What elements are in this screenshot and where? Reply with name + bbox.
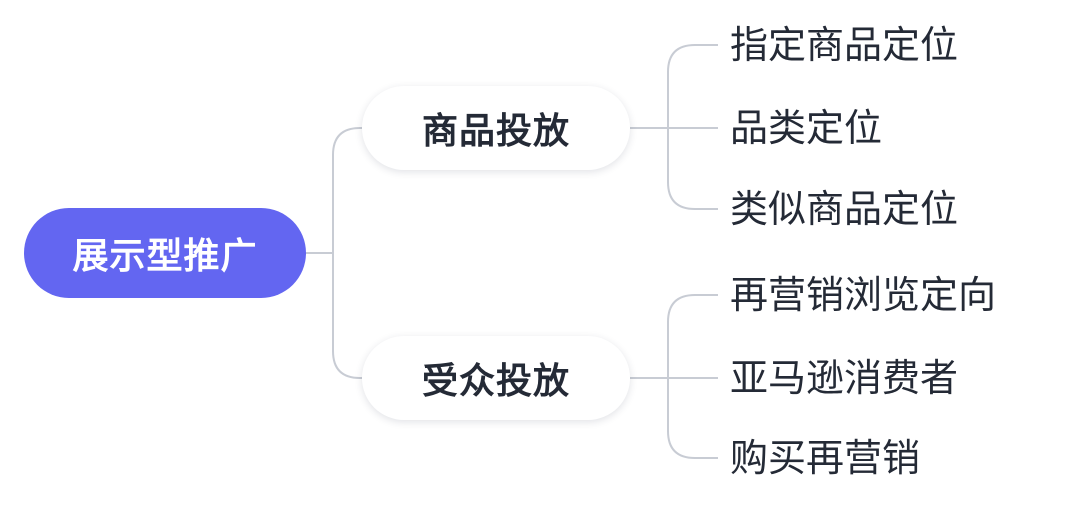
root-node: 展示型推广 bbox=[24, 208, 306, 298]
leaf-node: 亚马逊消费者 bbox=[730, 356, 959, 400]
connector-branch-0-to-leaf-2 bbox=[667, 128, 718, 210]
connector-branch-0-to-leaf-0 bbox=[667, 44, 718, 128]
branch-node-audience-targeting: 受众投放 bbox=[362, 336, 630, 420]
leaf-node: 品类定位 bbox=[730, 106, 883, 150]
leaf-node: 购买再营销 bbox=[730, 436, 921, 480]
connector-root-to-branch-1 bbox=[332, 253, 362, 379]
branch-node-label: 商品投放 bbox=[421, 111, 570, 152]
connector-branch-1-to-leaf-0 bbox=[667, 294, 718, 378]
branch-node-label: 受众投放 bbox=[421, 361, 570, 402]
connector-root-to-branch-0 bbox=[332, 127, 362, 253]
leaf-node: 指定商品定位 bbox=[730, 23, 959, 67]
connector-branch-1-to-leaf-2 bbox=[667, 378, 718, 459]
leaf-node: 再营销浏览定向 bbox=[730, 273, 997, 317]
leaf-node: 类似商品定位 bbox=[730, 187, 959, 231]
root-node-label: 展示型推广 bbox=[72, 236, 258, 277]
branch-node-product-targeting: 商品投放 bbox=[362, 86, 630, 170]
